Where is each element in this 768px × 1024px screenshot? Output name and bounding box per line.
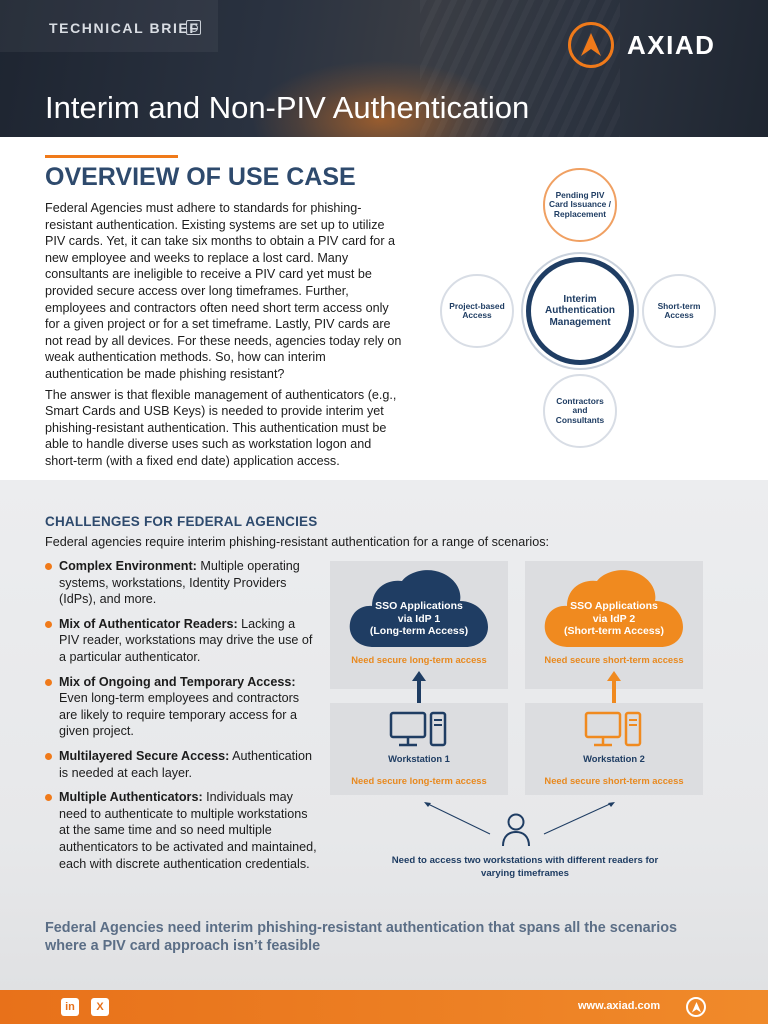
header-glow: [250, 60, 510, 137]
person-note: Need to access two workstations with dif…: [391, 855, 659, 879]
workstation1-panel: Workstation 1 Need secure long-term acce…: [330, 703, 508, 795]
overview-paragraph: Federal Agencies must adhere to standard…: [45, 201, 402, 381]
cloud-label: SSO Applications via IdP 2 (Short-term A…: [564, 600, 664, 637]
diagram-node-contractors: Contractors and Consultants: [543, 374, 617, 448]
use-case-diagram: Pending PIV Card Issuance / Replacement …: [430, 160, 730, 460]
list-item: Complex Environment: Multiple operating …: [45, 558, 317, 608]
overview-title: OVERVIEW OF USE CASE: [45, 163, 356, 191]
brief-tag: [0, 0, 218, 52]
accent-line: [45, 155, 178, 158]
workstation2-panel: Workstation 2 Need secure short-term acc…: [525, 703, 703, 795]
person-connector-arrows: [424, 802, 615, 835]
diagram-node-short-term: Short-term Access: [642, 274, 716, 348]
logo-text: AXIAD: [627, 30, 716, 60]
idp1-panel: SSO Applications via IdP 1 (Long-term Ac…: [330, 561, 508, 689]
website-link[interactable]: www.axiad.com: [578, 1000, 661, 1012]
challenges-list: Complex Environment: Multiple operating …: [45, 558, 317, 880]
overview-body: Federal Agencies must adhere to standard…: [45, 200, 405, 470]
bullet-dot: [45, 794, 52, 802]
list-item: Multilayered Secure Access: Authenticati…: [45, 748, 317, 781]
list-item: Mix of Ongoing and Temporary Access: Eve…: [45, 674, 317, 740]
cloud-icon: [349, 570, 488, 647]
footer-bar: in X www.axiad.com: [0, 990, 768, 1024]
challenges-title: CHALLENGES FOR FEDERAL AGENCIES: [45, 514, 318, 529]
conclusion-text: Federal Agencies need interim phishing-r…: [45, 920, 678, 954]
list-item: Multiple Authenticators: Individuals may…: [45, 789, 317, 872]
arrow-up-icon: [412, 671, 426, 703]
page-title: Interim and Non-PIV Authentication: [45, 90, 530, 125]
axiad-logo-icon: [686, 997, 706, 1017]
bullet-dot: [45, 620, 52, 628]
workstation-label: Workstation 1: [388, 753, 450, 764]
workstation-label: Workstation 2: [583, 753, 645, 764]
bullet-dot: [45, 752, 52, 760]
need-long-term-label: Need secure long-term access: [351, 775, 487, 786]
person-icon: [502, 813, 530, 847]
need-long-term-label: Need secure long-term access: [351, 654, 487, 665]
diagram-node-project-based: Project-based Access: [440, 274, 514, 348]
diagram-node-center: Interim Authentication Management: [526, 257, 634, 365]
idp2-panel: SSO Applications via IdP 2 (Short-term A…: [525, 561, 703, 689]
axiad-logo-icon: [568, 22, 614, 68]
brief-label: TECHNICAL BRIEF: [49, 20, 200, 36]
bullet-dot: [45, 563, 52, 570]
cloud-label: SSO Applications via IdP 1 (Long-term Ac…: [369, 600, 469, 637]
workstation-icon: [389, 711, 447, 747]
linkedin-icon[interactable]: in: [61, 998, 79, 1016]
header-banner: TECHNICAL BRIEF AXIAD Interim and Non-PI…: [0, 0, 768, 137]
overview-paragraph: The answer is that flexible management o…: [45, 387, 397, 468]
x-twitter-icon[interactable]: X: [91, 998, 109, 1016]
cloud-icon: [544, 570, 683, 647]
workstation-icon: [584, 711, 642, 747]
list-item: Mix of Authenticator Readers: Lacking a …: [45, 616, 317, 666]
need-short-term-label: Need secure short-term access: [544, 654, 684, 665]
challenges-subtitle: Federal agencies require interim phishin…: [45, 535, 550, 549]
diagram-node-pending-piv: Pending PIV Card Issuance / Replacement: [543, 168, 617, 242]
brief-icon: [186, 20, 201, 35]
arrow-up-icon: [607, 671, 621, 703]
bullet-dot: [45, 678, 52, 686]
need-short-term-label: Need secure short-term access: [544, 775, 684, 786]
